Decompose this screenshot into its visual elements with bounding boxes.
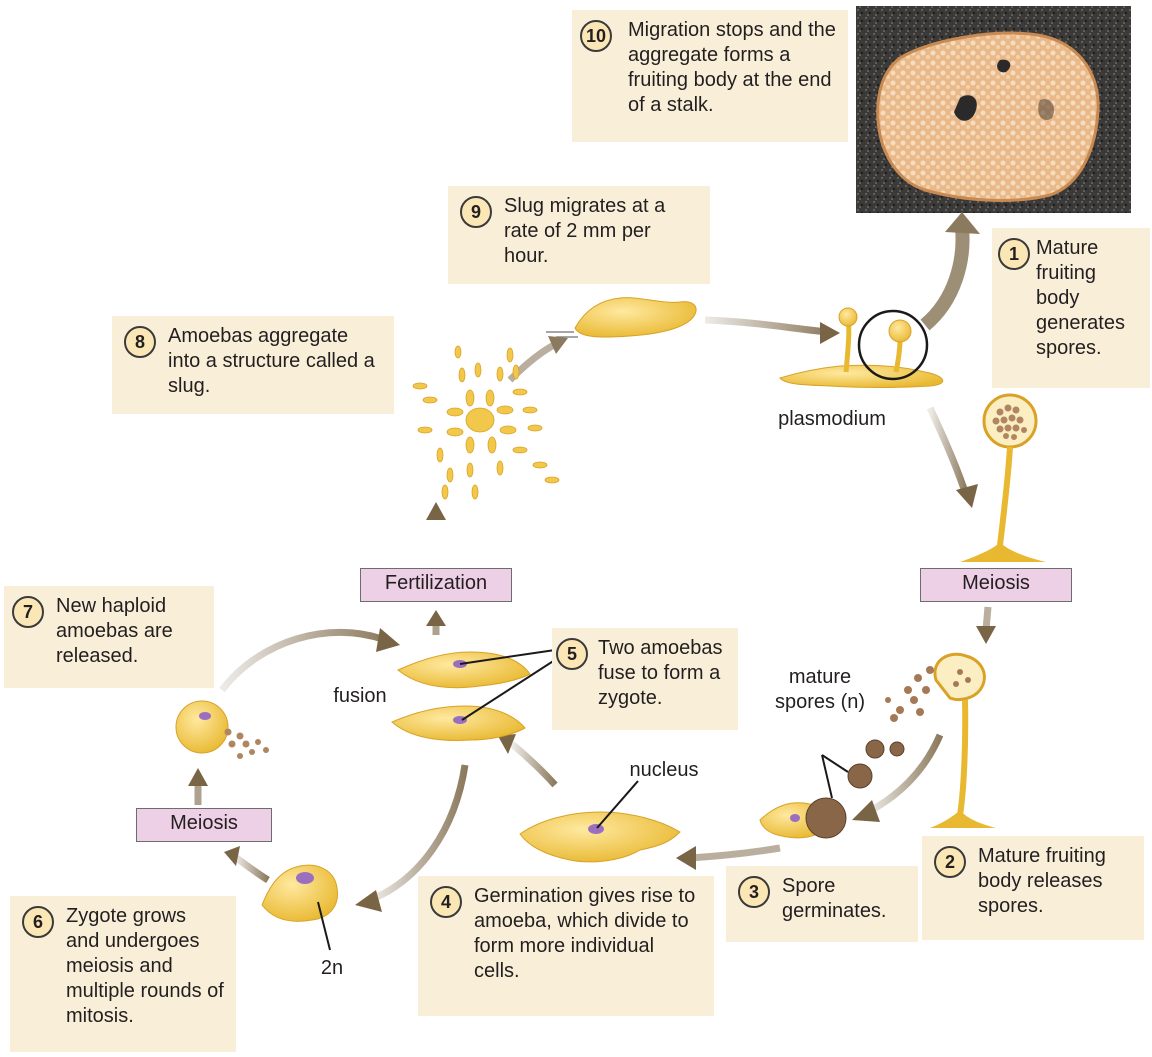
- plasmodium-illustration: [780, 308, 943, 388]
- step-10-text: Migration stops and the aggregate forms …: [628, 18, 836, 118]
- germinating-spore-illustration: [760, 798, 846, 838]
- step-1-box: 1 Mature fruiting body generates spores.: [992, 228, 1150, 388]
- step-4-box: 4 Germination gives rise to amoeba, whic…: [418, 876, 714, 1016]
- mature-spores-label: mature spores (n): [770, 665, 870, 715]
- step-3-box: 3 Spore germinates.: [726, 866, 918, 942]
- step-1-number: 1: [998, 238, 1030, 270]
- step-5-text: Two amoebas fuse to form a zygote.: [598, 636, 726, 711]
- step-10-box: 10 Migration stops and the aggregate for…: [572, 10, 848, 142]
- step-6-number: 6: [22, 906, 54, 938]
- step-7-text: New haploid amoebas are released.: [56, 594, 202, 669]
- mature-spore-illustrations: [822, 740, 904, 798]
- fruiting-body-photo: [856, 6, 1131, 213]
- step-2-number: 2: [934, 846, 966, 878]
- step-2-text: Mature fruiting body releases spores.: [978, 844, 1132, 919]
- step-6-text: Zygote grows and undergoes meiosis and m…: [66, 904, 224, 1029]
- slug-illustration: [546, 298, 696, 337]
- step-9-box: 9 Slug migrates at a rate of 2 mm per ho…: [448, 186, 710, 284]
- step-3-number: 3: [738, 876, 770, 908]
- aggregating-amoebas-illustration: [413, 346, 559, 499]
- diploid-label: 2n: [312, 956, 352, 981]
- zygote-illustration: [262, 865, 338, 950]
- plasmodium-label: plasmodium: [762, 407, 902, 432]
- sporangium-illustration: [960, 395, 1046, 562]
- step-4-number: 4: [430, 886, 462, 918]
- fusing-amoebas-illustration: [392, 650, 558, 740]
- step-6-box: 6 Zygote grows and undergoes meiosis and…: [10, 896, 236, 1052]
- fertilization-label: Fertilization: [360, 568, 512, 602]
- step-8-box: 8 Amoebas aggregate into a structure cal…: [112, 316, 394, 414]
- amoeba-illustration: [520, 781, 680, 862]
- step-10-number: 10: [580, 20, 612, 52]
- step-5-box: 5 Two amoebas fuse to form a zygote.: [552, 628, 738, 730]
- step-8-text: Amoebas aggregate into a structure calle…: [168, 324, 382, 399]
- step-4-text: Germination gives rise to amoeba, which …: [474, 884, 702, 984]
- step-7-number: 7: [12, 596, 44, 628]
- nucleus-label: nucleus: [614, 758, 714, 783]
- step-9-text: Slug migrates at a rate of 2 mm per hour…: [504, 194, 698, 269]
- released-amoebas-illustration: [176, 701, 269, 759]
- meiosis-label-right: Meiosis: [920, 568, 1072, 602]
- step-2-box: 2 Mature fruiting body releases spores.: [922, 836, 1144, 940]
- step-9-number: 9: [460, 196, 492, 228]
- meiosis-label-left: Meiosis: [136, 808, 272, 842]
- step-8-number: 8: [124, 326, 156, 358]
- step-1-text: Mature fruiting body generates spores.: [1036, 236, 1138, 361]
- step-5-number: 5: [556, 638, 588, 670]
- step-3-text: Spore germinates.: [782, 874, 906, 924]
- step-7-box: 7 New haploid amoebas are released.: [4, 586, 214, 688]
- fusion-label: fusion: [320, 684, 400, 709]
